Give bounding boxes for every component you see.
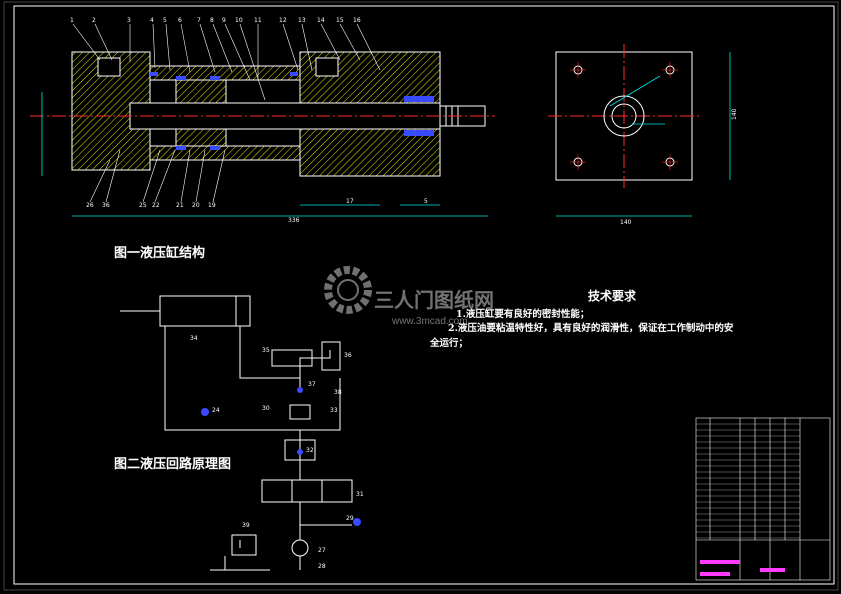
barrel-lower	[149, 145, 301, 161]
circuit-label: 36	[344, 352, 352, 359]
circuit-label: 30	[262, 405, 270, 412]
part-number: 1	[70, 17, 74, 24]
part-number: 3	[127, 17, 131, 24]
circuit-label: 39	[242, 522, 250, 529]
part-number: 11	[254, 17, 262, 24]
circuit-label: 38	[334, 389, 342, 396]
part-number: 21	[176, 202, 184, 209]
tech-requirement-line: 全运行；	[430, 338, 469, 349]
circuit-labels: 34 35 36 37 38 33 30 24 32 31 39 27 28 2…	[190, 335, 364, 570]
part-number: 15	[336, 17, 344, 24]
dim-17: 17	[346, 198, 354, 205]
figure1-caption: 图一液压缸结构	[114, 246, 206, 261]
dim-right-width: 140	[620, 219, 632, 226]
rod-bore-inner	[611, 103, 637, 129]
title-block	[695, 417, 831, 581]
directional-valve	[261, 479, 353, 503]
part-number: 8	[210, 17, 214, 24]
relief-valve	[284, 439, 316, 461]
dim-overall-length: 336	[288, 217, 300, 224]
part-number: 22	[152, 202, 160, 209]
circuit-label: 29	[346, 515, 354, 522]
part-numbers-bottom: 26 36 25 22 21 20 19	[86, 202, 216, 209]
title-block-accent	[700, 560, 785, 576]
circuit-label: 31	[356, 491, 364, 498]
part-number: 7	[197, 17, 201, 24]
dimension-texts: 336 17 5 140 140	[288, 108, 738, 226]
tech-requirement-line: 1.液压缸要有良好的密封性能；	[456, 309, 590, 320]
barrel-upper	[149, 65, 301, 81]
part-number: 9	[222, 17, 226, 24]
circuit-label: 28	[318, 563, 326, 570]
part-number: 19	[208, 202, 216, 209]
circuit-label: 37	[308, 381, 316, 388]
cylinder-section-view	[30, 23, 495, 217]
part-number: 4	[150, 17, 154, 24]
watermark-brand: 三人门图纸网	[374, 290, 494, 312]
watermark-url: www.3mcad.com	[392, 316, 468, 327]
part-numbers-top: 1 2 3 4 5 6 7 8 9 10 11 12 13 14 15 16	[70, 17, 361, 24]
rod-bore-outer	[603, 95, 645, 137]
dim-5: 5	[424, 198, 428, 205]
title-block-rows	[696, 423, 800, 539]
pressure-gauge	[353, 518, 361, 526]
hydraulic-circuit	[120, 295, 353, 571]
circuit-label: 27	[318, 547, 326, 554]
pressure-gauge	[201, 408, 209, 416]
part-number: 2	[92, 17, 96, 24]
circuit-label: 35	[262, 347, 270, 354]
circuit-label: 34	[190, 335, 198, 342]
circuit-label: 24	[212, 407, 220, 414]
figure2-caption: 图二液压回路原理图	[114, 457, 232, 472]
part-number: 36	[102, 202, 110, 209]
part-number: 12	[279, 17, 287, 24]
watermark-logo-icon	[324, 266, 372, 314]
circuit-label: 33	[330, 407, 338, 414]
tech-requirements-title: 技术要求	[588, 289, 637, 303]
end-plate-view	[548, 44, 731, 217]
tech-requirement-line: 2.液压油要粘温特性好，具有良好的润滑性，保证在工作制动中的安	[448, 323, 734, 334]
part-number: 25	[139, 202, 147, 209]
part-number: 13	[298, 17, 306, 24]
circuit-label: 32	[306, 447, 314, 454]
drawing-frame	[3, 1, 839, 591]
part-number: 16	[353, 17, 361, 24]
dim-right-height: 140	[731, 108, 738, 120]
part-number: 5	[163, 17, 167, 24]
part-number: 14	[317, 17, 325, 24]
part-number: 20	[192, 202, 200, 209]
part-number: 26	[86, 202, 94, 209]
part-number: 6	[178, 17, 182, 24]
part-number: 10	[235, 17, 243, 24]
pump-symbol	[291, 539, 309, 557]
